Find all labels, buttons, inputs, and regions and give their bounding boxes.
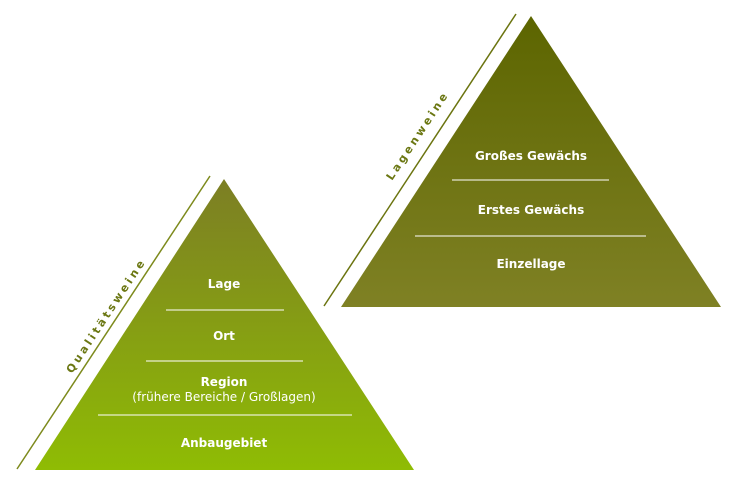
left-pyramid: Qualitätsweine Lage Ort Region (frühere … [16, 175, 414, 470]
left-pyramid-shape [35, 179, 414, 470]
left-level-ort: Ort [213, 329, 235, 343]
right-pyramid: Lagenweine Großes Gewächs Erstes Gewächs… [323, 13, 721, 307]
right-side-line [323, 13, 517, 307]
right-level-einzellage: Einzellage [496, 257, 565, 271]
left-level-anbaugebiet: Anbaugebiet [181, 436, 268, 450]
right-pyramid-shape [341, 16, 721, 307]
right-level-erstes-gewaechs: Erstes Gewächs [478, 203, 584, 217]
right-level-grosses-gewaechs: Großes Gewächs [475, 149, 587, 163]
left-level-region: Region [201, 375, 248, 389]
left-level-region-sublabel: (frühere Bereiche / Großlagen) [132, 390, 315, 404]
left-side-line [16, 175, 211, 470]
left-level-lage: Lage [208, 277, 240, 291]
